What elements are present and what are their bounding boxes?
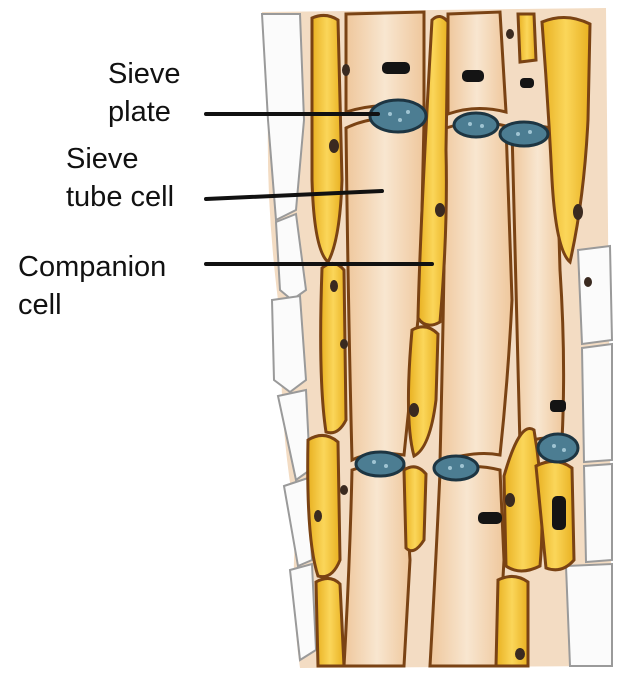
sieve-plate xyxy=(356,452,404,476)
callose-plug xyxy=(520,78,534,88)
companion-cell xyxy=(518,14,536,62)
parenchyma-cell xyxy=(278,390,310,480)
sieve-plate-label-line1: Sieve xyxy=(108,55,181,93)
parenchyma-cell xyxy=(582,344,612,462)
nucleus xyxy=(342,64,350,76)
companion-cell-label-line2: cell xyxy=(18,286,166,324)
callose-plug xyxy=(478,512,502,524)
callose-plug xyxy=(382,62,410,74)
callose-plug xyxy=(550,400,566,412)
companion-cell xyxy=(308,435,340,576)
companion-cell xyxy=(316,578,344,666)
sieve-tube-cell-label-line2: tube cell xyxy=(66,178,174,216)
callose-plug xyxy=(552,496,566,530)
sieve-tube-cell xyxy=(448,12,506,114)
sieve-tube-cell-label: Sieve tube cell xyxy=(66,140,174,216)
sieve-tube-cell xyxy=(430,466,504,666)
nucleus xyxy=(409,403,419,417)
nucleus xyxy=(584,277,592,287)
nucleus xyxy=(340,339,348,349)
nucleus xyxy=(435,203,445,217)
parenchyma-cell xyxy=(262,14,304,220)
sieve-plate xyxy=(500,122,548,146)
parenchyma-cell xyxy=(584,464,612,562)
parenchyma-cell xyxy=(578,246,612,344)
nucleus xyxy=(330,280,338,292)
nucleus xyxy=(340,485,348,495)
sieve-plate-label: Sieve plate xyxy=(108,55,181,131)
nucleus xyxy=(573,204,583,220)
companion-cell xyxy=(312,15,342,262)
sieve-plate xyxy=(434,456,478,480)
nucleus xyxy=(329,139,339,153)
sieve-plate xyxy=(370,100,426,132)
callose-plug xyxy=(462,70,484,82)
sieve-tube-cell xyxy=(344,464,410,666)
sieve-plate-label-line2: plate xyxy=(108,93,181,131)
parenchyma-cell xyxy=(290,564,316,660)
parenchyma-cell xyxy=(272,296,306,392)
parenchyma-cell xyxy=(566,564,612,666)
sieve-tube-cell xyxy=(346,12,424,112)
sieve-plate xyxy=(454,113,498,137)
nucleus xyxy=(506,29,514,39)
companion-cell-label: Companion cell xyxy=(18,248,166,324)
sieve-plate xyxy=(538,434,578,462)
companion-cell xyxy=(404,467,426,551)
sieve-tube-cell-label-line1: Sieve xyxy=(66,140,174,178)
companion-cell-label-line1: Companion xyxy=(18,248,166,286)
nucleus xyxy=(515,648,525,660)
nucleus xyxy=(314,510,322,522)
nucleus xyxy=(505,493,515,507)
sieve-tube-cell xyxy=(440,122,512,462)
